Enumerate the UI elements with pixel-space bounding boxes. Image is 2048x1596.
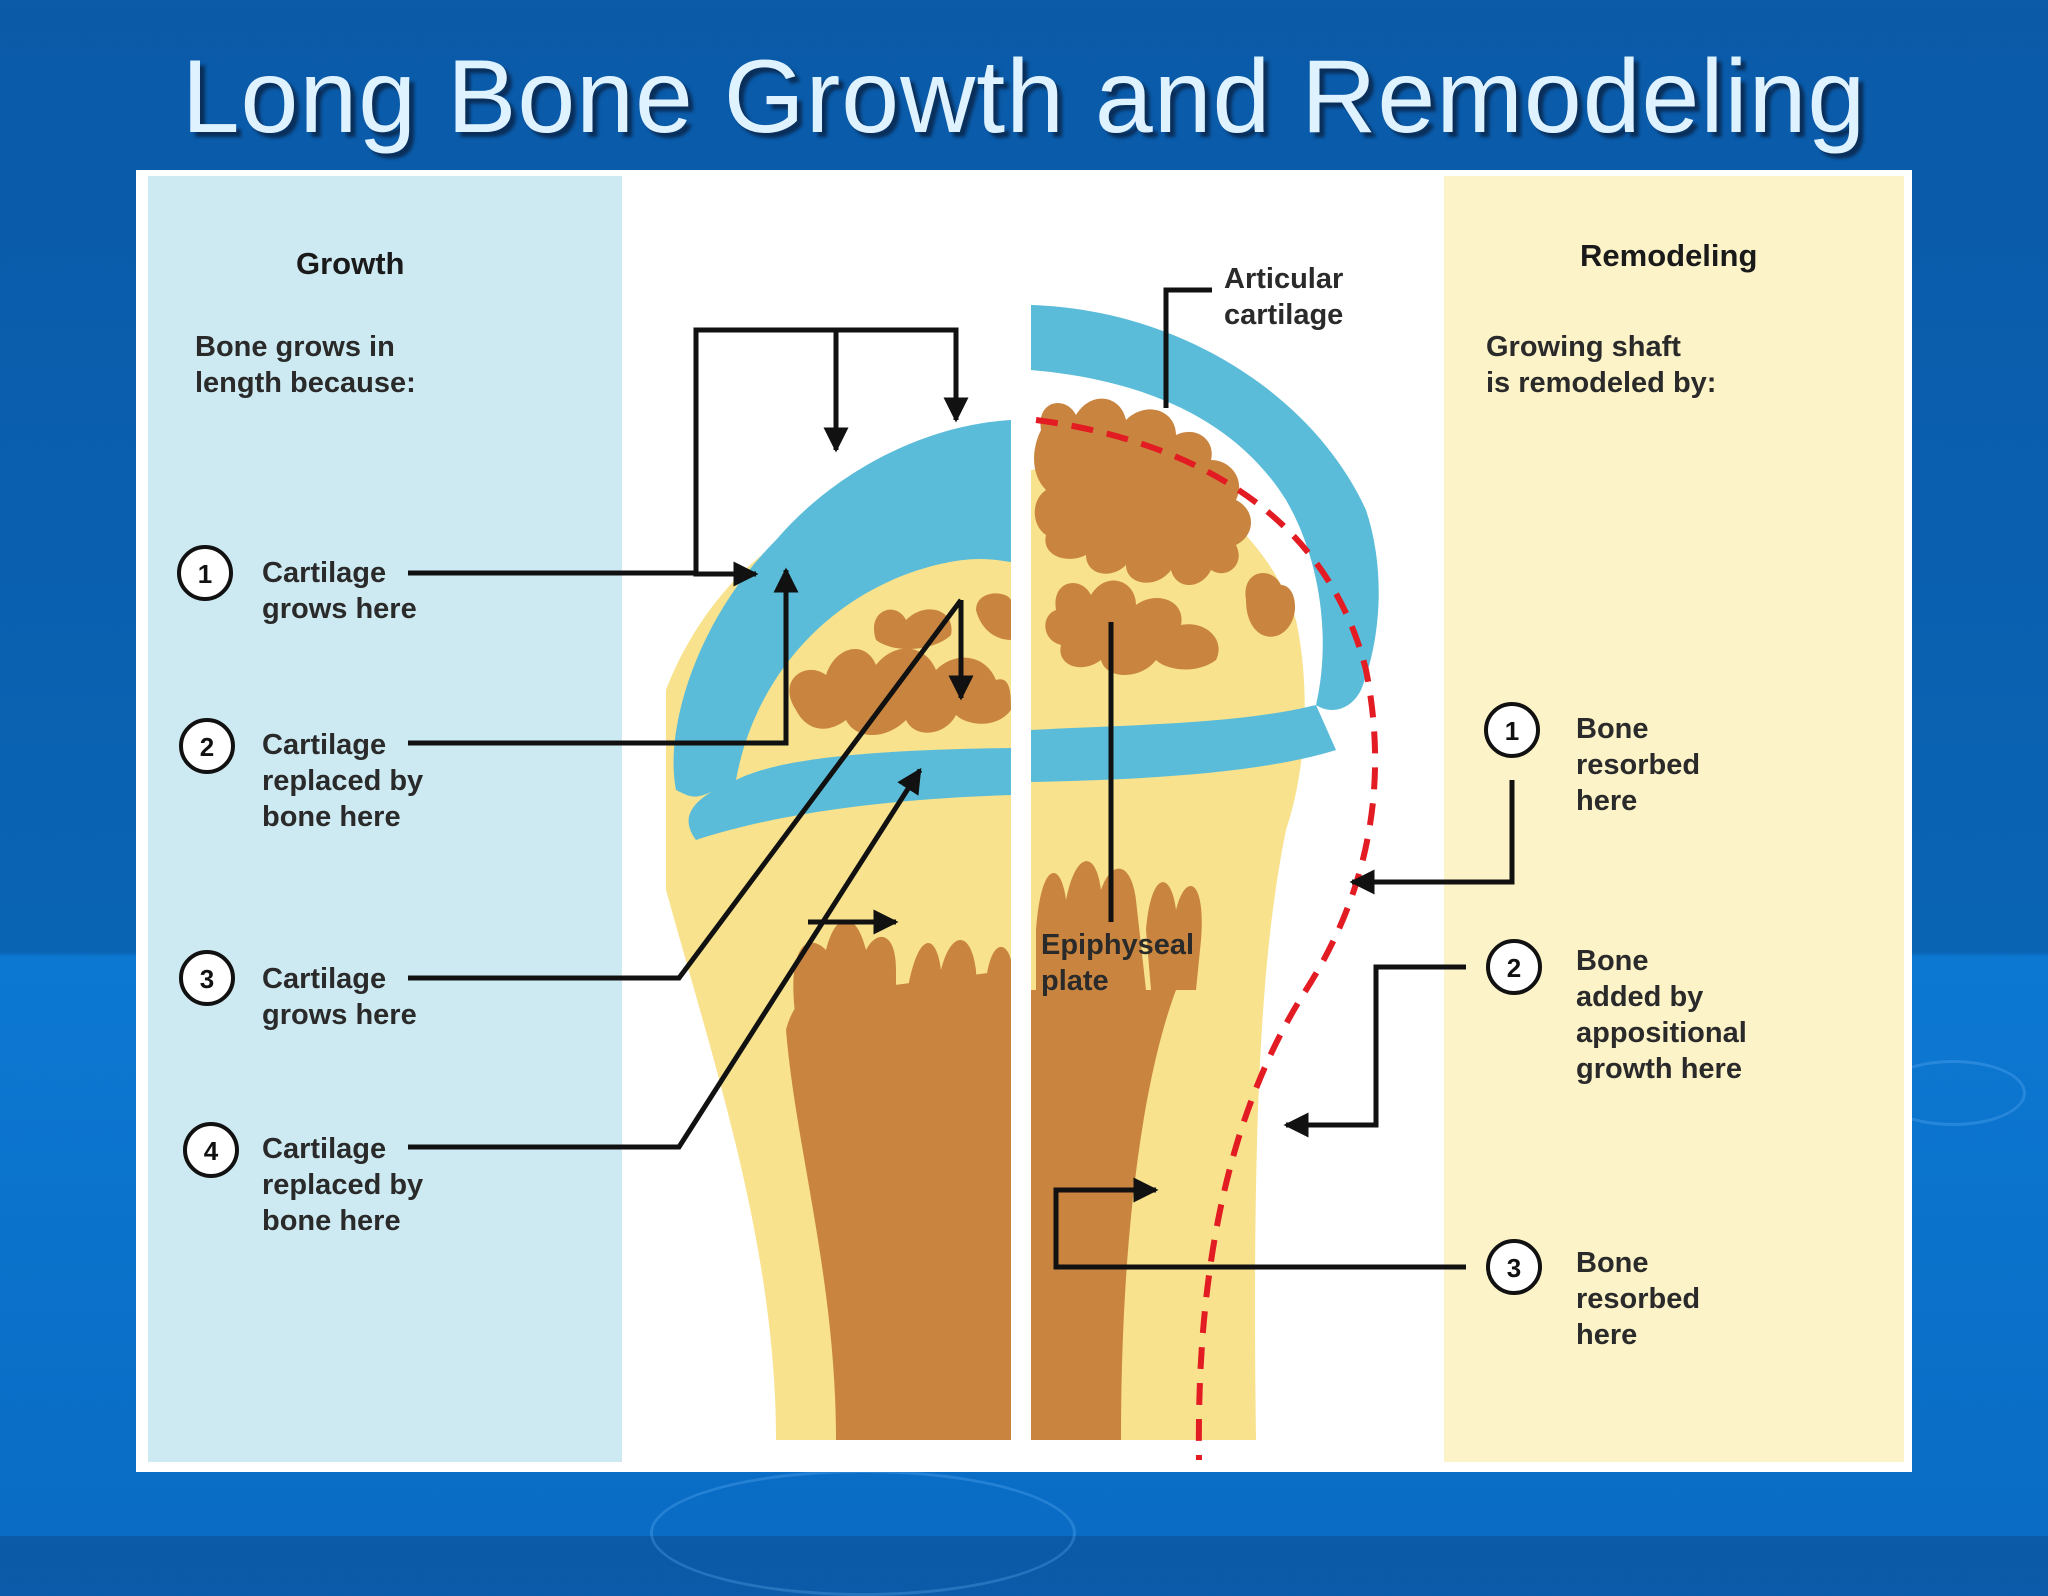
remodeling-panel-text: Remodeling Growing shaft is remodeled by… [1484, 238, 1757, 1351]
bone-diagram: Growth Bone grows in length because: 1 C… [148, 176, 1904, 1462]
step-marker [1486, 1239, 1542, 1295]
step-marker [1486, 939, 1542, 995]
growth-step-1-line-1: Cartilage [262, 557, 386, 589]
remodel-step-2-number: 2 [1507, 953, 1521, 983]
growth-step-3-number: 3 [200, 964, 214, 994]
growth-step-2-line-1: Cartilage [262, 729, 386, 761]
growth-step-1-line-2: grows here [262, 593, 417, 625]
remodel-step-1-line-1: Bone [1576, 713, 1649, 745]
growth-step-4-number: 4 [204, 1136, 219, 1166]
growth-step-1-number: 1 [198, 559, 212, 589]
water-ripple [650, 1470, 1076, 1596]
growth-step-4-line-3: bone here [262, 1205, 401, 1237]
growth-step-4-line-1: Cartilage [262, 1133, 386, 1165]
left-bone-half [666, 420, 1011, 1440]
growth-intro-line-2: length because: [195, 367, 416, 399]
growth-step-3-line-2: grows here [262, 999, 417, 1031]
remodel-step-2-line-4: growth here [1576, 1053, 1742, 1085]
remodel-step-1-number: 1 [1505, 716, 1519, 746]
bone-section-split [1013, 290, 1029, 1450]
epiphyseal-label-line-2: plate [1041, 965, 1109, 997]
growth-step-3-line-1: Cartilage [262, 963, 386, 995]
epiphyseal-label-line-1: Epiphyseal [1041, 929, 1194, 961]
remodeling-intro-line-2: is remodeled by: [1486, 367, 1716, 399]
remodel-step-3-number: 3 [1507, 1253, 1521, 1283]
remodel-step-2-line-3: appositional [1576, 1017, 1747, 1049]
remodeling-heading: Remodeling [1580, 238, 1757, 273]
bone-figure: Growth Bone grows in length because: 1 C… [136, 170, 1912, 1472]
growth-heading: Growth [296, 246, 405, 281]
growth-step-2-line-3: bone here [262, 801, 401, 833]
step-marker [177, 545, 233, 601]
remodel-step-2-line-2: added by [1576, 981, 1703, 1013]
structure-labels: Articular cartilage Epiphyseal plate [1041, 263, 1343, 997]
right-bone-half [1031, 305, 1379, 1440]
growth-step-2-line-2: replaced by [262, 765, 423, 797]
growth-panel [148, 176, 622, 1462]
growth-panel-text: Growth Bone grows in length because: 1 C… [177, 246, 423, 1237]
step-marker [1484, 702, 1540, 758]
step-marker [179, 950, 235, 1006]
remodel-step-3-line-2: resorbed [1576, 1283, 1700, 1315]
step-marker [183, 1122, 239, 1178]
growth-leaders [408, 327, 974, 1150]
remodeling-intro-line-1: Growing shaft [1486, 331, 1681, 363]
articular-label-line-1: Articular [1224, 263, 1343, 295]
remodel-step-3-line-3: here [1576, 1319, 1637, 1351]
remodel-step-1-line-3: here [1576, 785, 1637, 817]
growth-intro-line-1: Bone grows in [195, 331, 395, 363]
remodeling-boundary-line [1035, 417, 1379, 1461]
growth-step-4-line-2: replaced by [262, 1169, 423, 1201]
remodel-step-3-line-1: Bone [1576, 1247, 1649, 1279]
slide-title: Long Bone Growth and Remodeling [181, 39, 1867, 155]
growth-step-2-number: 2 [200, 732, 214, 762]
remodel-step-1-line-2: resorbed [1576, 749, 1700, 781]
step-marker [179, 718, 235, 774]
remodeling-leaders [1053, 287, 1515, 1270]
remodel-step-2-line-1: Bone [1576, 945, 1649, 977]
articular-label-line-2: cartilage [1224, 299, 1343, 331]
